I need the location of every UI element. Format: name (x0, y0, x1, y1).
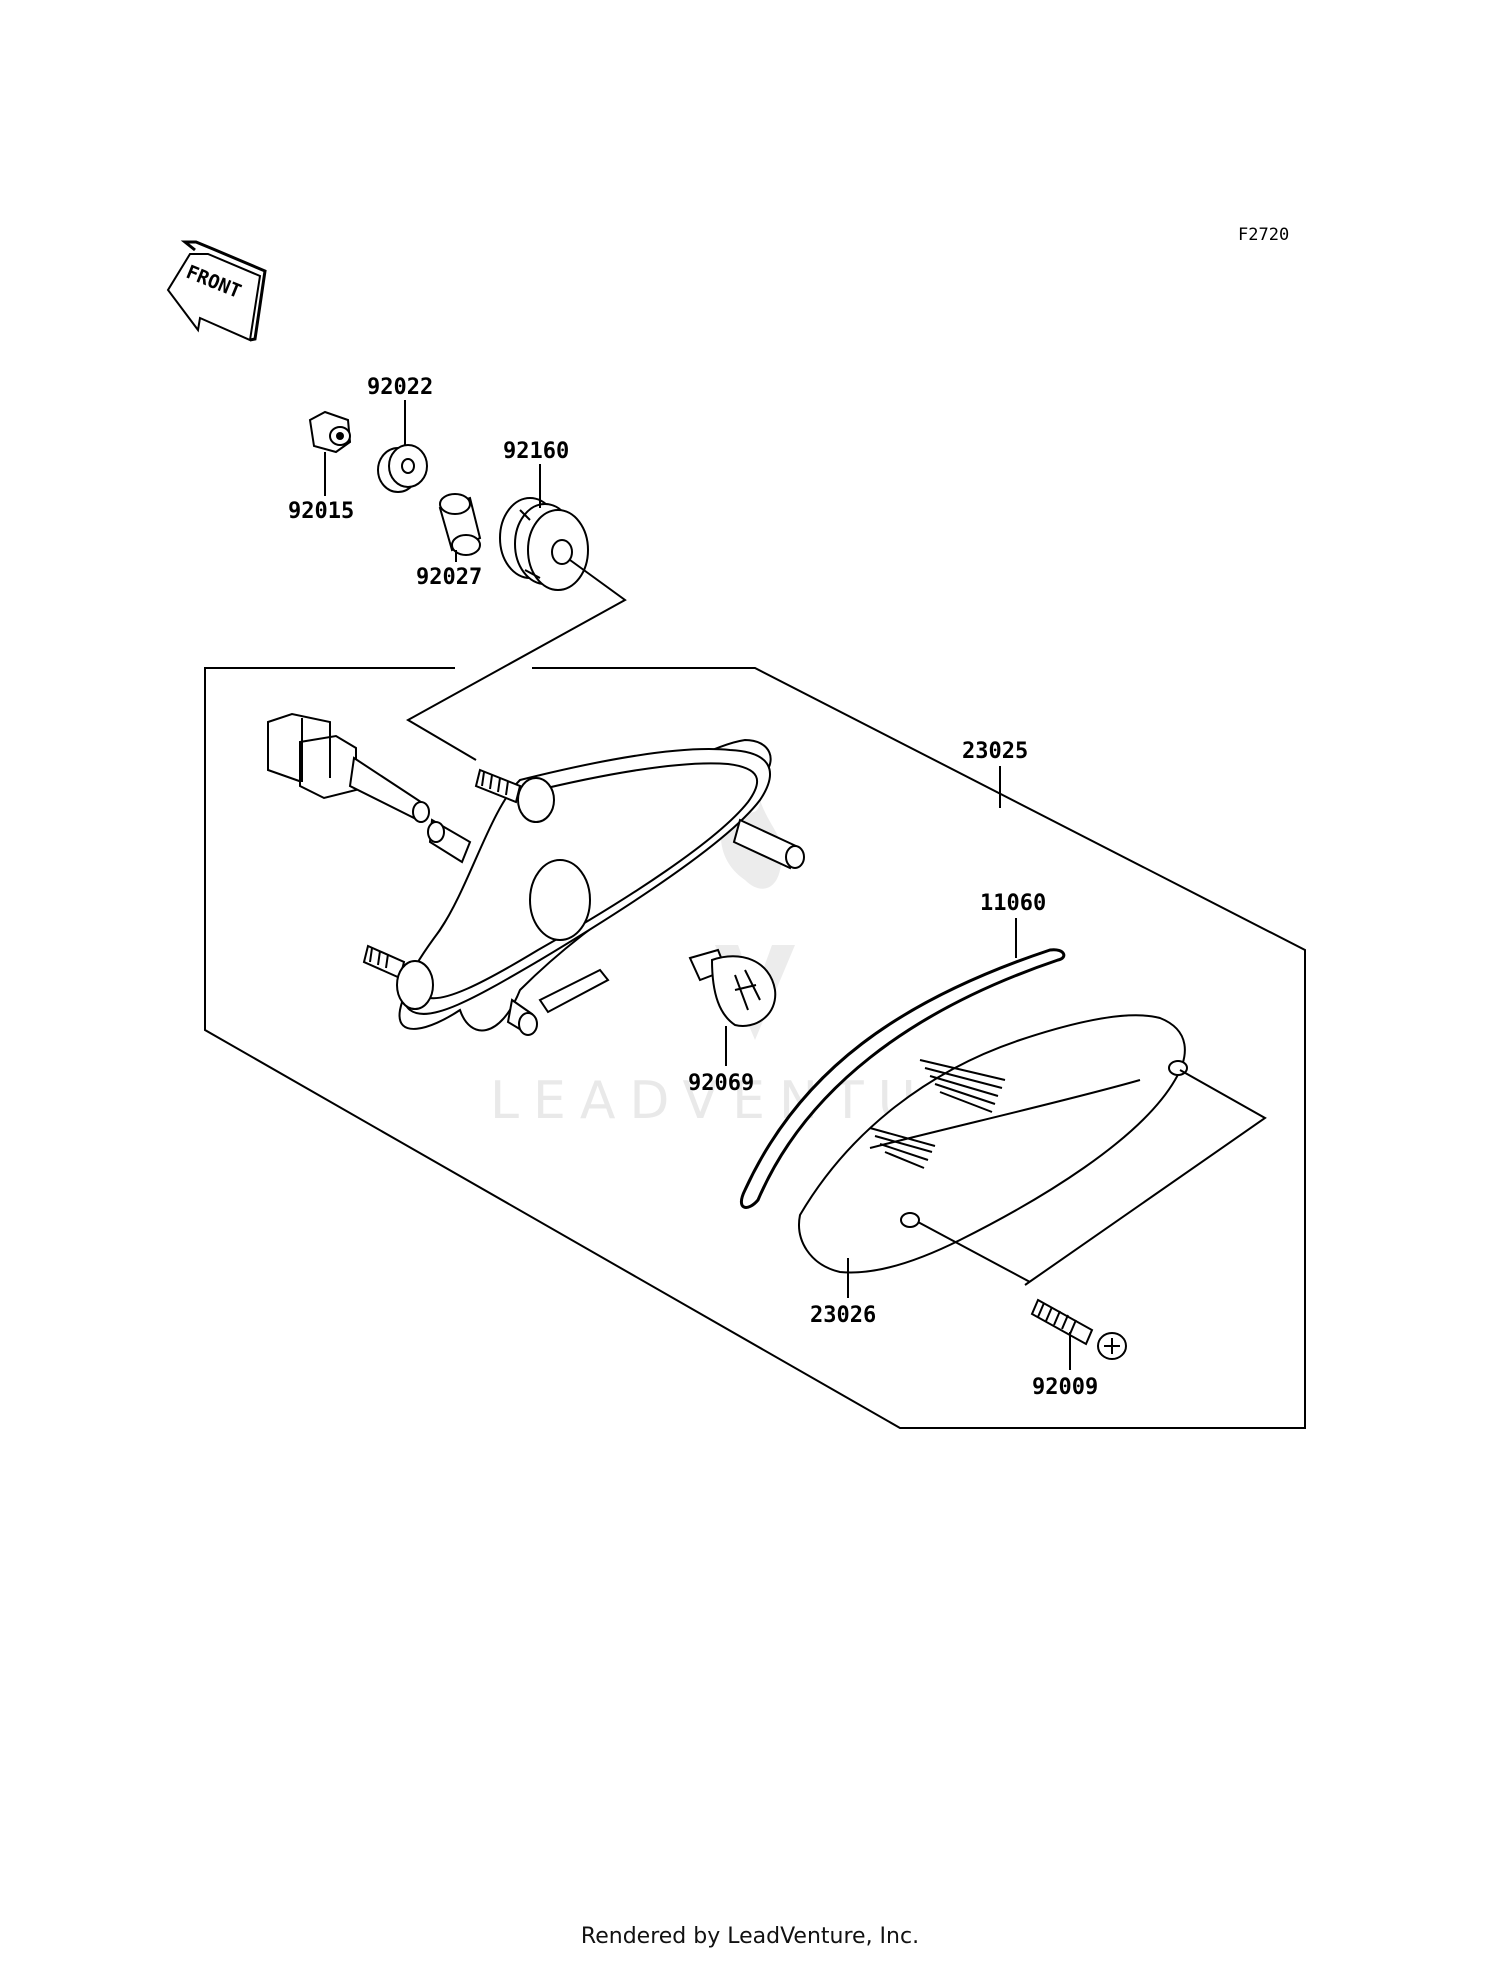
taillight-housing (267, 712, 805, 1036)
callout-92015: 92015 (288, 452, 354, 524)
callout-23025: 23025 (962, 739, 1028, 808)
part-92027-collar (438, 493, 482, 556)
part-92160-grommet (499, 497, 589, 591)
callout-11060: 11060 (980, 891, 1046, 958)
part-number-92015: 92015 (288, 499, 354, 524)
callout-92160: 92160 (503, 439, 569, 508)
assembly-frame (204, 667, 1306, 1429)
lens-ribs (869, 1059, 1006, 1169)
part-number-23025: 23025 (962, 739, 1028, 764)
part-number-92160: 92160 (503, 439, 569, 464)
part-number-23026: 23026 (810, 1303, 876, 1328)
callout-92009: 92009 (1032, 1332, 1098, 1400)
part-number-92027: 92027 (416, 565, 482, 590)
part-11060-gasket (739, 948, 1066, 1209)
leader-grommet-to-housing (405, 559, 627, 761)
part-number-92069: 92069 (688, 1071, 754, 1096)
part-number-92009: 92009 (1032, 1375, 1098, 1400)
part-number-92022: 92022 (367, 375, 433, 400)
part-92015-nut (308, 410, 352, 454)
callout-92069: 92069 (688, 1026, 754, 1096)
part-number-11060: 11060 (980, 891, 1046, 916)
callout-92027: 92027 (416, 550, 482, 590)
part-92069-bulb (688, 948, 777, 1027)
figure-code: F2720 (1238, 225, 1289, 245)
part-92009-screw (1030, 1298, 1127, 1360)
part-92022-washer (377, 444, 428, 493)
callout-92022: 92022 (367, 375, 433, 446)
leader-lens-mount (917, 1069, 1267, 1286)
footer-credit: Rendered by LeadVenture, Inc. (580, 1924, 920, 1949)
part-23026-lens (798, 1014, 1188, 1274)
callout-23026: 23026 (810, 1258, 876, 1328)
front-arrow-icon: FRONT (166, 240, 267, 342)
